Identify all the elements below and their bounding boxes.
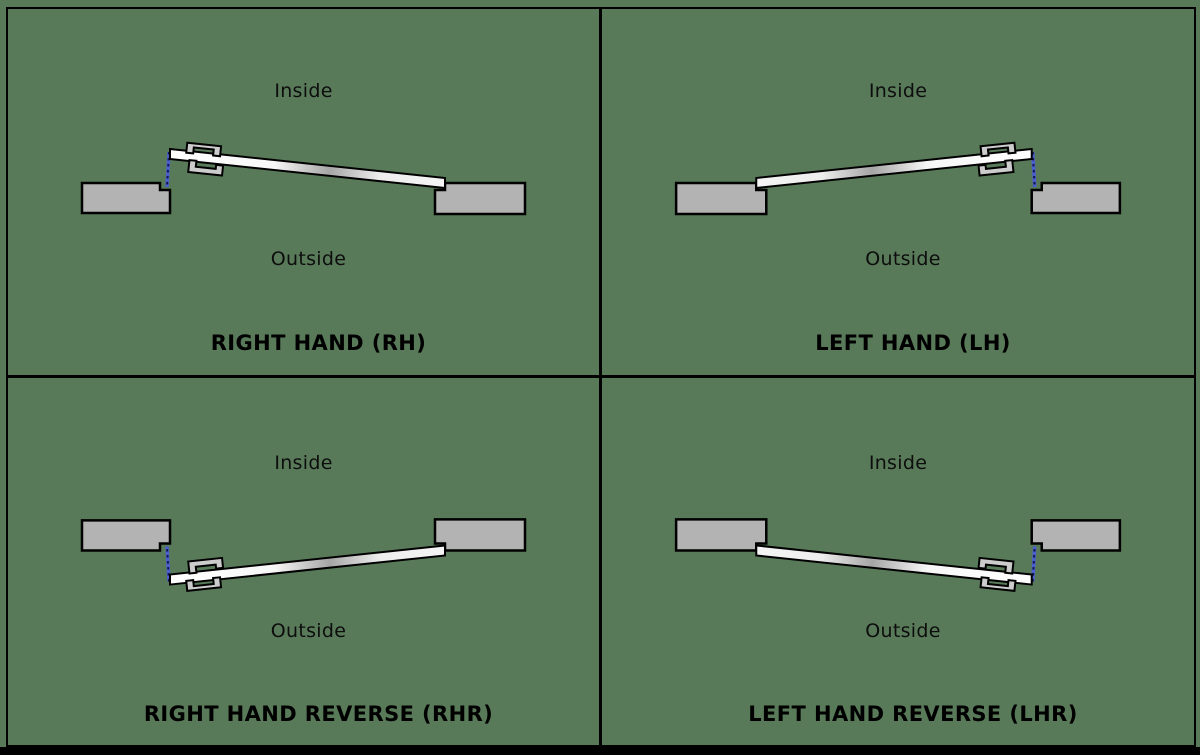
bottom-black-bar [0, 747, 1200, 755]
door-assembly [674, 517, 1122, 593]
panel-left-hand-reverse: Inside Outside LEFT HAND REVERSE (LHR) [602, 378, 1194, 745]
door-swing-diagram-lh [674, 140, 1122, 216]
door-swing-diagram-lhr [674, 517, 1122, 593]
door-assembly [674, 140, 1122, 216]
door-swing-diagram-rhr [80, 517, 527, 593]
figure-frame: Inside Outside RIGHT HAND (RH) Inside Ou… [6, 7, 1196, 747]
door-assembly [80, 140, 527, 216]
panel-left-hand: Inside Outside LEFT HAND (LH) [602, 9, 1194, 375]
panel-right-hand-reverse: Inside Outside RIGHT HAND REVERSE (RHR) [8, 378, 599, 745]
door-swing-diagram-rh [80, 140, 527, 216]
door-assembly [80, 517, 527, 593]
panel-right-hand: Inside Outside RIGHT HAND (RH) [8, 9, 599, 375]
